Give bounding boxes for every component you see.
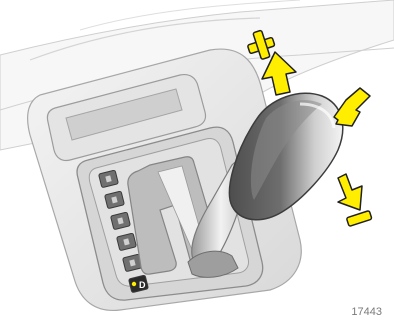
minus-symbol xyxy=(346,210,372,226)
side-push-arrow-icon xyxy=(334,88,370,126)
figure-reference-number: 17443 xyxy=(351,306,382,318)
tip-down-arrow-icon xyxy=(338,174,362,210)
gate-drive-letter: D xyxy=(139,280,146,290)
active-gate-led-icon xyxy=(132,282,136,286)
